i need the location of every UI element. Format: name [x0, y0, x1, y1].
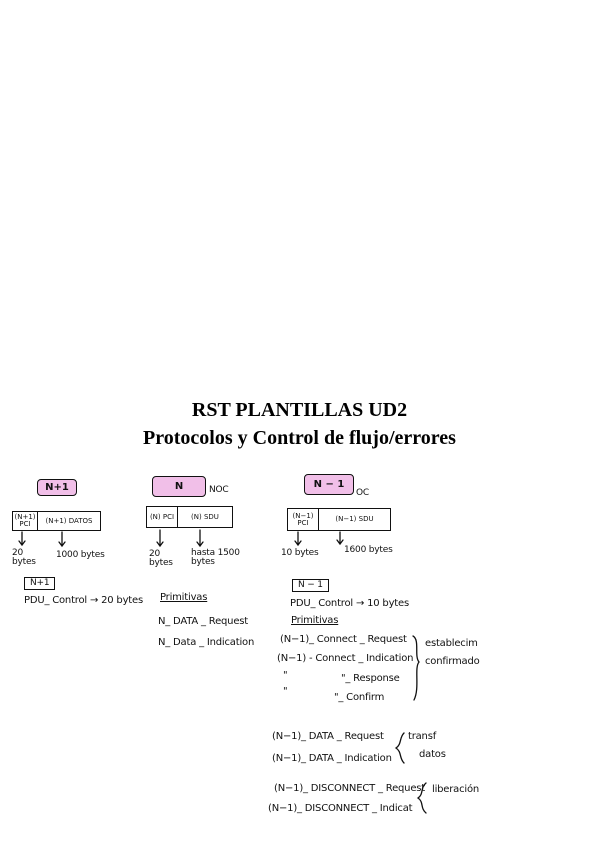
- layer-label-text: N − 1: [313, 479, 345, 490]
- brace-icon: [394, 732, 405, 764]
- pci-cell: (N) PCI: [149, 512, 175, 521]
- pdu-box-n-minus-1: (N−1) PCI (N−1) SDU: [287, 508, 391, 531]
- layer-label-text: N+1: [45, 482, 69, 493]
- brace-icon: [416, 782, 427, 814]
- down-arrow-icon: [156, 529, 164, 548]
- primitive-data-indication: (N−1)_ DATA _ Indication: [272, 753, 392, 764]
- pci-size: 20 bytes: [12, 548, 36, 567]
- ditto-mark: ": [283, 670, 288, 681]
- pdu-layer-label: N − 1: [292, 579, 329, 592]
- pdu-box-n: (N) PCI (N) SDU: [146, 506, 233, 528]
- note-liberacion: liberación: [432, 784, 480, 795]
- sdu-size: 1600 bytes: [344, 545, 393, 555]
- noc-tag: NOC: [209, 485, 229, 495]
- note-datos: datos: [419, 749, 446, 760]
- sdu-size: hasta 1500 bytes: [191, 548, 240, 567]
- primitive-data-request: N_ DATA _ Request: [158, 616, 248, 627]
- primitive-data-indication: N_ Data _ Indication: [158, 637, 255, 648]
- layer-label-n-plus-1: N+1: [37, 479, 77, 496]
- down-arrow-icon: [196, 529, 204, 548]
- brace-icon: [412, 635, 420, 701]
- primitive-connect-request: (N−1)_ Connect _ Request: [280, 634, 407, 645]
- sdu-cell: (N) SDU: [177, 507, 232, 527]
- sdu-cell: (N−1) SDU: [318, 509, 390, 530]
- layer-label-n: N: [152, 476, 206, 497]
- primitive-connect-indication: (N−1) - Connect _ Indication: [277, 653, 414, 664]
- primitive-data-request: (N−1)_ DATA _ Request: [272, 731, 384, 742]
- pdu-control-line: PDU_ Control → 10 bytes: [290, 598, 409, 609]
- pci-size: 10 bytes: [281, 548, 319, 558]
- oc-tag: OC: [356, 488, 369, 498]
- pci-cell: (N+1) PCI: [14, 513, 36, 528]
- down-arrow-icon: [18, 531, 26, 547]
- note-confirmado: confirmado: [425, 656, 480, 667]
- primitive-disconnect-request: (N−1)_ DISCONNECT _ Request: [274, 783, 426, 794]
- note-establecim: establecim: [425, 638, 478, 649]
- primitive-connect-confirm: "_ Confirm: [334, 692, 385, 703]
- pci-size: 20 bytes: [149, 549, 173, 568]
- down-arrow-icon: [58, 531, 66, 548]
- layer-label-n-minus-1: N − 1: [304, 474, 354, 495]
- primitivas-heading: Primitivas: [160, 592, 208, 603]
- primitivas-heading: Primitivas: [291, 615, 339, 626]
- down-arrow-icon: [336, 531, 344, 546]
- pdu-control-line: PDU_ Control → 20 bytes: [24, 595, 143, 606]
- document-title: RST PLANTILLAS UD2: [191, 399, 408, 421]
- pdu-layer-label: N+1: [24, 577, 56, 590]
- datos-size: 1000 bytes: [56, 550, 105, 560]
- note-transf: transf: [408, 731, 437, 742]
- primitive-disconnect-indicat: (N−1)_ DISCONNECT _ Indicat: [268, 803, 413, 814]
- ditto-mark: ": [283, 686, 288, 697]
- pci-cell: (N−1) PCI: [292, 511, 314, 527]
- document-subtitle: Protocolos y Control de flujo/errores: [143, 427, 456, 449]
- primitive-connect-response: "_ Response: [341, 673, 400, 684]
- pdu-box-n-plus-1: (N+1) PCI (N+1) DATOS: [12, 511, 101, 531]
- layer-label-text: N: [174, 481, 184, 492]
- down-arrow-icon: [294, 531, 302, 547]
- datos-cell: (N+1) DATOS: [37, 512, 100, 530]
